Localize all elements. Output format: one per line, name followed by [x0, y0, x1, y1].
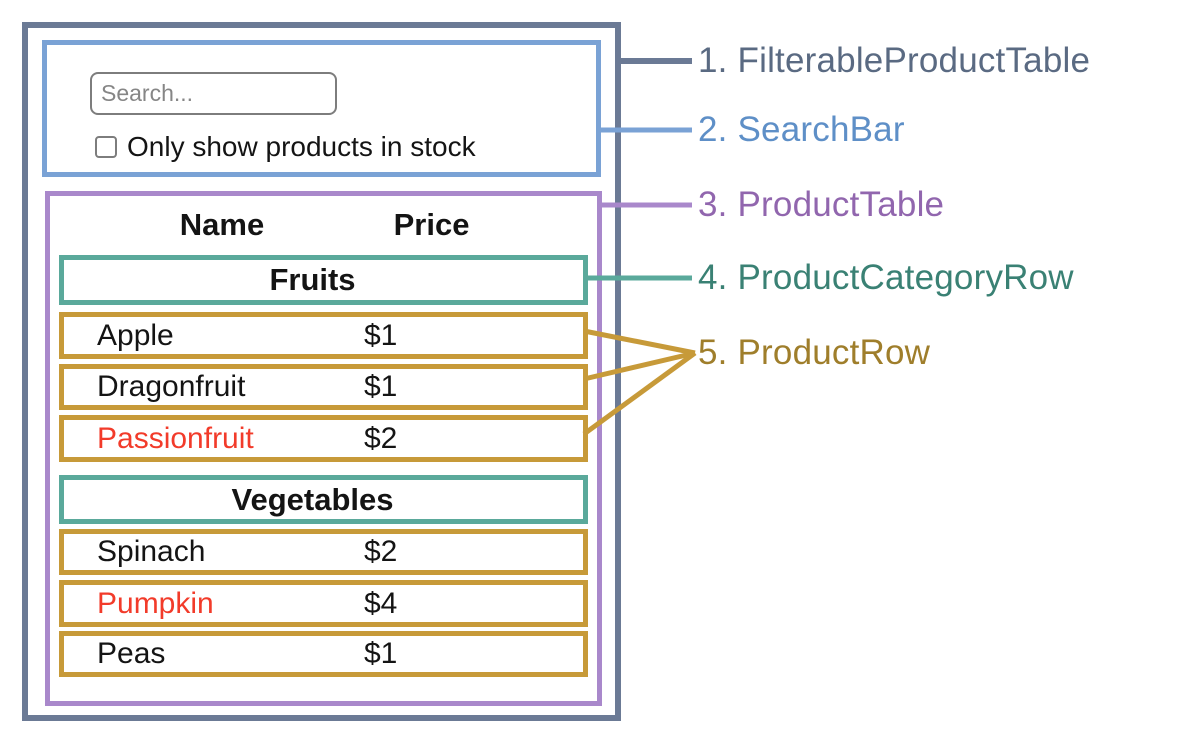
in-stock-checkbox-label: Only show products in stock — [127, 131, 476, 162]
product-price: $2 — [364, 535, 398, 568]
category-label: Fruits — [269, 262, 356, 297]
legend-search-bar: 2. SearchBar — [698, 110, 905, 149]
column-header-price: Price — [393, 207, 470, 242]
product-price: $1 — [364, 318, 398, 352]
legend-product-category-row: 4. ProductCategoryRow — [698, 258, 1074, 297]
product-price: $1 — [364, 637, 398, 670]
product-price: $4 — [364, 586, 398, 620]
category-row-vegetables: Vegetables — [59, 475, 588, 524]
search-bar-box: Only show products in stock — [42, 40, 601, 177]
column-header-name: Name — [179, 207, 265, 242]
product-name: Pumpkin — [97, 586, 214, 620]
product-row-passionfruit: Passionfruit $2 — [59, 415, 588, 462]
category-row-fruits: Fruits — [59, 255, 588, 305]
product-price: $2 — [364, 421, 398, 455]
product-row-apple: Apple $1 — [59, 312, 588, 359]
stock-filter-row: Only show products in stock — [95, 131, 476, 162]
product-table-box: Name Price Fruits Apple $1 Dragonfruit $… — [45, 191, 602, 706]
product-name: Peas — [97, 637, 166, 670]
product-name: Spinach — [97, 535, 206, 568]
product-price: $1 — [364, 370, 398, 403]
product-row-pumpkin: Pumpkin $4 — [59, 580, 588, 627]
table-header-row: Name Price — [59, 207, 588, 242]
product-row-dragonfruit: Dragonfruit $1 — [59, 364, 588, 410]
legend-product-row: 5. ProductRow — [698, 333, 931, 372]
product-row-spinach: Spinach $2 — [59, 529, 588, 575]
legend-filterable-product-table: 1. FilterableProductTable — [698, 41, 1091, 80]
product-row-peas: Peas $1 — [59, 631, 588, 677]
legend-product-table: 3. ProductTable — [698, 185, 945, 224]
product-name: Apple — [97, 318, 174, 352]
product-name: Dragonfruit — [97, 370, 246, 403]
search-input[interactable] — [90, 72, 337, 115]
category-label: Vegetables — [231, 481, 394, 517]
in-stock-checkbox[interactable] — [95, 136, 117, 158]
filterable-product-table-box: Only show products in stock Name Price F… — [22, 22, 621, 721]
product-name: Passionfruit — [97, 421, 254, 455]
